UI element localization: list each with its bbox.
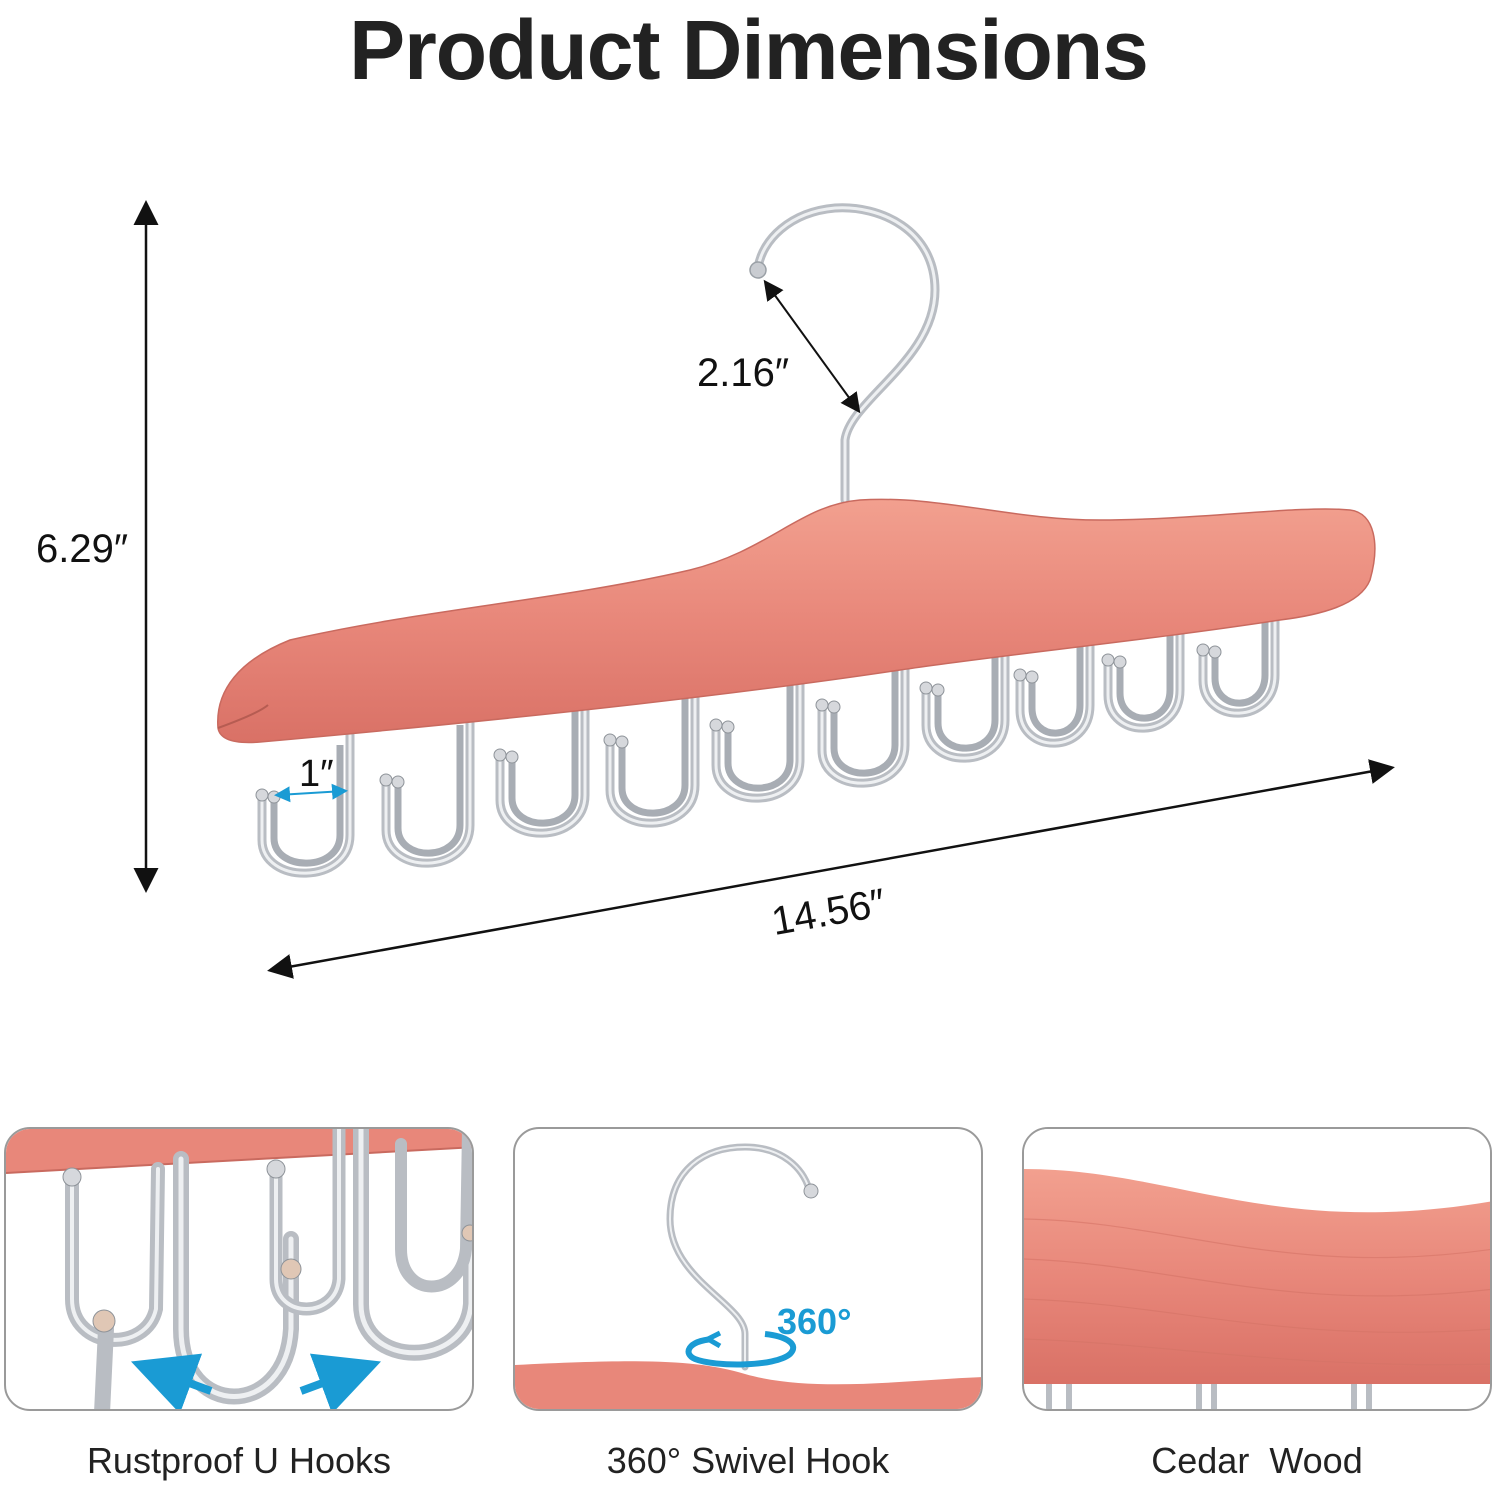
u-hook-tip (493, 748, 507, 762)
u-hook-back (1211, 600, 1269, 707)
swivel-hook (749, 203, 940, 505)
cedar-bar (217, 498, 1376, 744)
feature-caption-u-hooks: Rustproof U Hooks (86, 1440, 392, 1481)
u-hook-width-dimension-label: 1″ (299, 753, 334, 795)
left-arrow-icon (130, 1353, 213, 1409)
u-hook-tip (931, 683, 945, 697)
u-hook (1018, 618, 1092, 745)
u-hook-back (934, 645, 999, 752)
u-hook-tip (1013, 668, 1027, 682)
u-hook-tip (267, 790, 281, 804)
feature-caption-swivel-hook: 360° Swivel Hook (606, 1440, 890, 1481)
u-hook-tip (615, 735, 629, 749)
right-arrow-icon (299, 1353, 382, 1409)
height-dimension-label: 6.29″ (36, 527, 128, 571)
u-hooks-closeup (6, 1129, 472, 1409)
u-hook-tip (827, 700, 841, 714)
u-hook-tip (603, 733, 617, 747)
u-hook-tip (721, 720, 735, 734)
u-hook-tip (1101, 653, 1115, 667)
u-hook-tip (919, 681, 933, 695)
u-hook-tip (379, 773, 393, 787)
u-hook-tip (709, 718, 723, 732)
u-hook-back (1116, 620, 1174, 722)
hook-opening-dimension-line (763, 279, 861, 414)
u-hook-back (394, 725, 464, 857)
feature-caption-cedar-wood: Cedar Wood (1151, 1440, 1363, 1481)
u-hook-tip (505, 750, 519, 764)
feature-panel-u-hooks (4, 1127, 474, 1411)
hook-opening-dimension-label: 2.16″ (697, 351, 789, 395)
cedar-wood-closeup (1024, 1129, 1490, 1409)
u-hook-back (618, 690, 689, 817)
u-hook-tip (1208, 645, 1222, 659)
u-hook (1106, 608, 1182, 730)
u-hook-tip (255, 788, 269, 802)
swivel-badge: 360° (777, 1301, 851, 1342)
feature-panel-cedar-wood (1022, 1127, 1492, 1411)
u-hook-tip (391, 775, 405, 789)
u-hook-tip (1113, 655, 1127, 669)
hanger-dimension-diagram: 6.29″ 2.16″ 1″ 14.56″ (36, 200, 1395, 979)
swivel-hook-closeup: 360° (515, 1143, 981, 1409)
u-hook-tip (815, 698, 829, 712)
u-hook (924, 633, 1007, 760)
rotate-arrow-icon (685, 1330, 797, 1368)
u-hook-back (1028, 630, 1084, 737)
length-dimension-label: 14.56″ (768, 881, 888, 944)
length-dimension-line (267, 759, 1395, 979)
page-title: Product Dimensions (349, 3, 1149, 97)
u-hook (1201, 588, 1277, 715)
feature-panel-swivel-hook: 360° (513, 1127, 983, 1411)
u-hook-back (508, 710, 579, 827)
u-hook-tip (1025, 670, 1039, 684)
u-hook-tip (1196, 643, 1210, 657)
